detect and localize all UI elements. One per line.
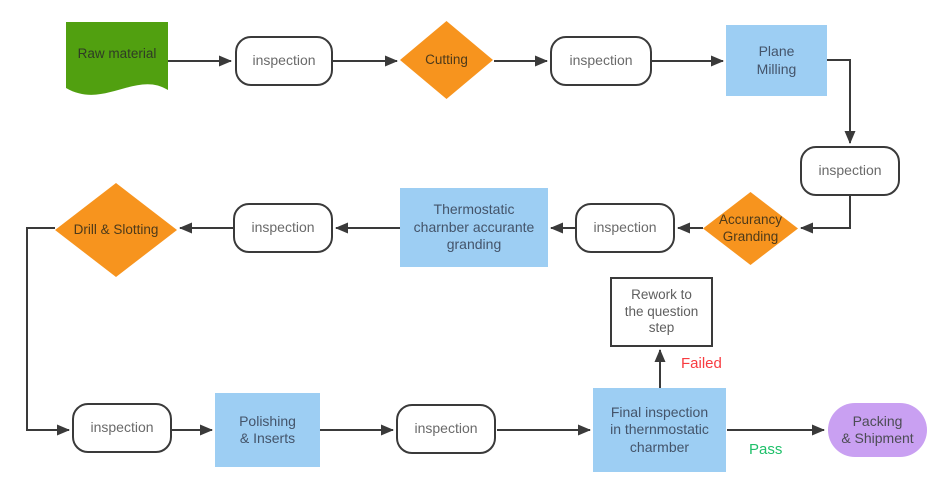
node-label: inspection [569,52,633,69]
connector-plane-milling-to-inspection3 [827,59,856,144]
edge-label-pass: Pass [749,441,783,458]
node-rework: Rework to the question step [610,277,713,347]
node-label: Rework to the question step [624,286,699,336]
edge-label-failed: Failed [681,355,722,372]
node-label: inspection [90,419,154,436]
node-plane-milling: Plane Milling [726,25,827,96]
node-label: Final inspection in thernmostatic charmb… [610,403,709,455]
node-raw-material: Raw material [66,22,168,100]
node-thermostatic-granding: Thermostatic charnber accurante granding [400,188,548,267]
node-label: Packing & Shipment [841,412,914,447]
node-polishing-inserts: Polishing & Inserts [215,393,320,467]
node-label: Raw material [77,45,157,61]
node-label: Drill & Slotting [73,221,159,237]
node-inspection-1: inspection [235,36,333,86]
node-inspection-2: inspection [550,36,652,86]
node-label: Thermostatic charnber accurante granding [413,201,535,253]
node-label: inspection [251,219,315,236]
node-inspection-6: inspection [72,403,172,453]
connector-drill-to-inspection6 [26,227,70,436]
node-label: Accurancy Granding [718,211,783,244]
node-inspection-5: inspection [233,203,333,253]
node-label: Polishing & Inserts [239,412,296,447]
node-label: inspection [414,420,478,437]
node-final-inspection: Final inspection in thernmostatic charmb… [593,388,726,472]
node-inspection-3: inspection [800,146,900,196]
node-packing-shipment: Packing & Shipment [828,403,927,457]
node-label: inspection [252,52,316,69]
node-label: Cutting [425,51,468,67]
document-shape [66,22,168,95]
connector-inspection3-to-accurancy [800,196,851,234]
node-inspection-7: inspection [396,404,496,454]
node-label: Plane Milling [756,43,797,77]
node-label: inspection [818,162,882,179]
node-label: inspection [593,219,657,236]
node-inspection-4: inspection [575,203,675,253]
